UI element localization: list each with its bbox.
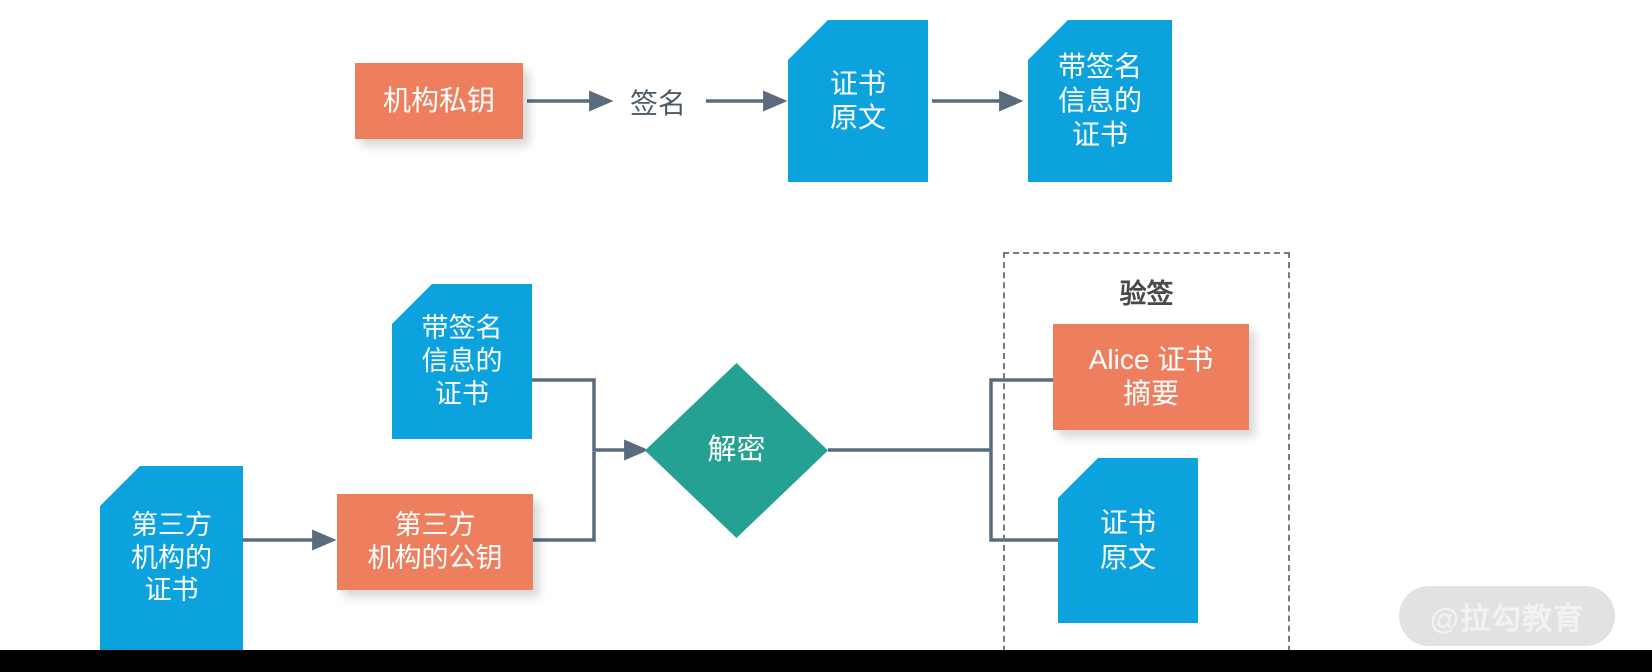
node-cert-plaintext-bottom[interactable]: 证书 原文	[1058, 458, 1198, 623]
node-third-party-cert[interactable]: 第三方 机构的 证书	[100, 466, 243, 650]
node-signed-cert-mid-label: 带签名 信息的 证书	[421, 313, 503, 409]
node-signed-cert-mid[interactable]: 带签名 信息的 证书	[392, 284, 532, 439]
watermark-text: @拉勾教育	[1429, 603, 1585, 636]
node-signed-cert-top[interactable]: 带签名 信息的 证书	[1028, 20, 1172, 182]
node-third-party-cert-label: 第三方 机构的 证书	[131, 509, 212, 606]
connector-signedcert-to-decrypt	[531, 378, 649, 461]
node-decrypt[interactable]: 解密	[645, 363, 828, 538]
connector-pubkey-to-decrypt	[531, 452, 596, 542]
slide-bottom-strip	[0, 650, 1652, 672]
label-sign-text: 签名	[629, 88, 686, 119]
label-sign: 签名	[620, 82, 696, 122]
node-cert-plaintext-bottom-label: 证书 原文	[1099, 507, 1156, 573]
group-verify-signature-title: 验签	[1003, 272, 1290, 311]
node-alice-cert-digest[interactable]: Alice 证书 摘要	[1053, 324, 1249, 430]
node-signed-cert-top-label: 带签名 信息的 证书	[1057, 50, 1142, 151]
group-verify-signature-title-text: 验签	[1119, 279, 1174, 309]
node-third-party-pubkey[interactable]: 第三方 机构的公钥	[337, 494, 533, 590]
node-cert-plaintext-top-label: 证书 原文	[829, 67, 886, 133]
node-decrypt-label: 解密	[707, 433, 766, 466]
node-ca-private-key-label: 机构私钥	[382, 84, 495, 116]
node-third-party-pubkey-label: 第三方 机构的公钥	[367, 510, 503, 573]
node-alice-cert-digest-label: Alice 证书 摘要	[1088, 343, 1214, 409]
node-cert-plaintext-top[interactable]: 证书 原文	[788, 20, 928, 182]
watermark-badge: @拉勾教育	[1399, 586, 1615, 646]
node-ca-private-key[interactable]: 机构私钥	[355, 63, 523, 139]
